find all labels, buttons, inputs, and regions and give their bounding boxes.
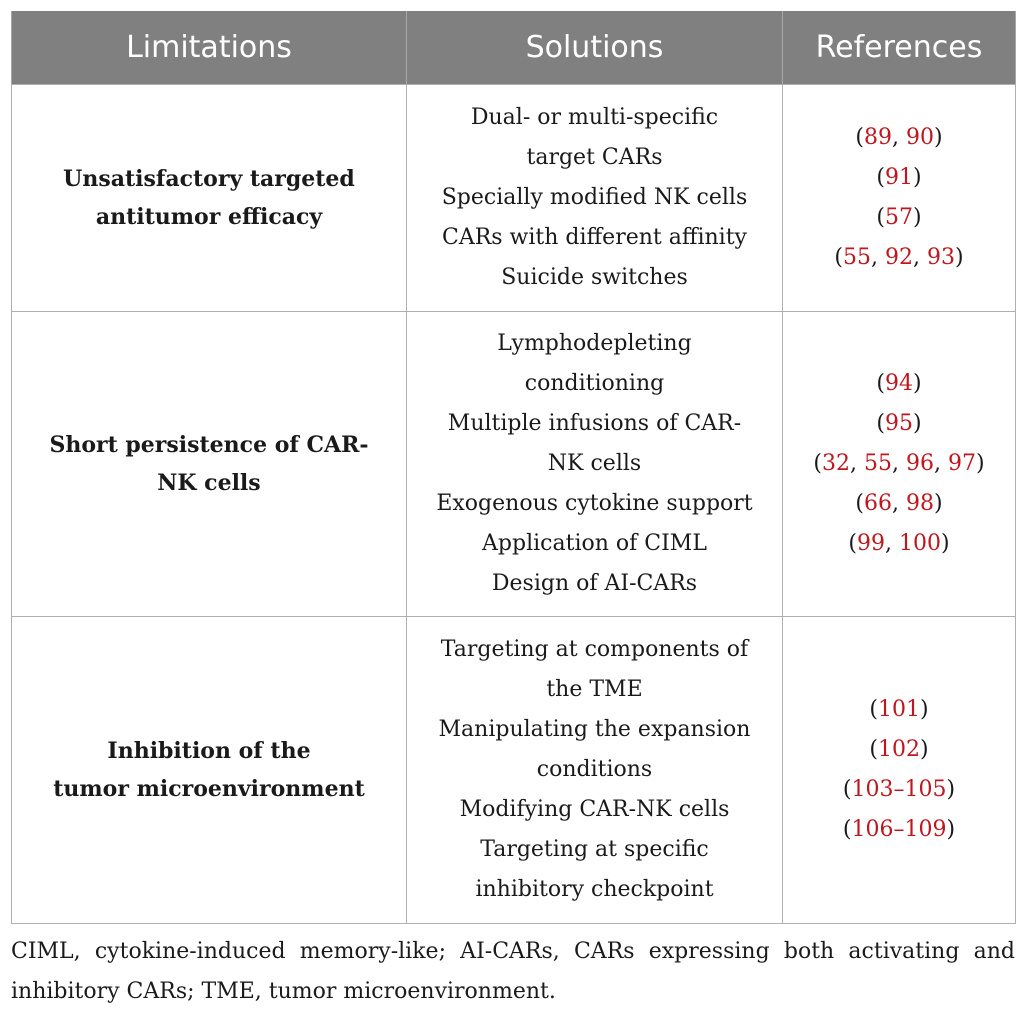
table-header-row: Limitations Solutions References xyxy=(11,11,1016,85)
table-row: Unsatisfactory targeted antitumor effica… xyxy=(11,84,1016,312)
reference-link[interactable]: 92 xyxy=(885,245,913,270)
limitation-text: Unsatisfactory targeted xyxy=(63,166,355,192)
solution-text: Exogenous cytokine support xyxy=(436,491,753,516)
solutions-cell: Lymphodepleting conditioning Multiple in… xyxy=(406,311,783,617)
solution-text: CARs with different affinity xyxy=(441,225,747,250)
table-row: Short persistence of CAR- NK cells Lymph… xyxy=(11,311,1016,617)
reference-link[interactable]: 103–105 xyxy=(851,777,947,802)
table-container: Limitations Solutions References Unsatis… xyxy=(11,11,1016,924)
table-footnote: CIML, cytokine-induced memory-like; AI-C… xyxy=(11,939,1015,1004)
solution-text: Multiple infusions of CAR- xyxy=(447,411,742,436)
reference-link[interactable]: 94 xyxy=(885,371,913,396)
table-row: Inhibition of the tumor microenvironment… xyxy=(11,616,1016,924)
header-limitations: Limitations xyxy=(11,11,407,85)
reference-line: (102) xyxy=(869,737,929,762)
reference-line: (103–105) xyxy=(842,777,956,802)
reference-link[interactable]: 98 xyxy=(906,491,934,516)
solution-text: the TME xyxy=(546,677,643,702)
limitation-text: NK cells xyxy=(157,470,261,496)
solution-text: Targeting at specific xyxy=(480,837,709,862)
solution-text: Manipulating the expansion xyxy=(438,717,751,742)
reference-line: (91) xyxy=(876,165,922,190)
reference-link[interactable]: 55 xyxy=(864,451,892,476)
reference-link[interactable]: 100 xyxy=(899,531,941,556)
reference-link[interactable]: 93 xyxy=(927,245,955,270)
solution-text: target CARs xyxy=(526,145,663,170)
solution-text: conditioning xyxy=(524,371,665,396)
reference-line: (101) xyxy=(869,697,929,722)
reference-link[interactable]: 96 xyxy=(906,451,934,476)
limitation-cell: Unsatisfactory targeted antitumor effica… xyxy=(11,84,407,312)
reference-line: (99, 100) xyxy=(848,531,950,556)
reference-line: (89, 90) xyxy=(855,125,943,150)
header-references: References xyxy=(782,11,1016,85)
reference-link[interactable]: 32 xyxy=(822,451,850,476)
reference-link[interactable]: 97 xyxy=(948,451,976,476)
solution-text: Modifying CAR-NK cells xyxy=(459,797,730,822)
reference-line: (32, 55, 96, 97) xyxy=(813,451,985,476)
solution-text: Specially modified NK cells xyxy=(441,185,748,210)
limitation-text: tumor microenvironment xyxy=(53,776,365,802)
reference-line: (106–109) xyxy=(842,817,956,842)
solution-text: Dual- or multi-specific xyxy=(470,105,719,130)
reference-link[interactable]: 99 xyxy=(857,531,885,556)
solution-text: conditions xyxy=(536,757,653,782)
reference-link[interactable]: 66 xyxy=(864,491,892,516)
solution-text: Design of AI-CARs xyxy=(491,571,698,596)
solutions-cell: Dual- or multi-specific target CARs Spec… xyxy=(406,84,783,312)
solution-text: Application of CIML xyxy=(482,531,707,556)
solution-text: Suicide switches xyxy=(501,265,688,290)
reference-line: (55, 92, 93) xyxy=(834,245,964,270)
reference-link[interactable]: 89 xyxy=(864,125,892,150)
reference-line: (94) xyxy=(876,371,922,396)
reference-line: (95) xyxy=(876,411,922,436)
limitation-text: antitumor efficacy xyxy=(95,204,323,230)
limitation-text: Inhibition of the xyxy=(107,738,311,764)
car-nk-limitations-table: Limitations Solutions References Unsatis… xyxy=(11,11,1016,924)
reference-line: (57) xyxy=(876,205,922,230)
solution-text: Lymphodepleting xyxy=(497,331,692,356)
references-cell: (89, 90) (91) (57) (55, 92, 93) xyxy=(782,84,1016,312)
references-cell: (94) (95) (32, 55, 96, 97) (66, 98) (99, 100… xyxy=(782,311,1016,617)
reference-link[interactable]: 95 xyxy=(885,411,913,436)
reference-link[interactable]: 102 xyxy=(878,737,920,762)
limitation-cell: Inhibition of the tumor microenvironment xyxy=(11,616,407,924)
solution-text: Targeting at components of xyxy=(440,637,749,662)
reference-line: (66, 98) xyxy=(855,491,943,516)
header-solutions: Solutions xyxy=(406,11,783,85)
solution-text: NK cells xyxy=(547,451,642,476)
limitation-text: Short persistence of CAR- xyxy=(49,432,369,458)
reference-link[interactable]: 106–109 xyxy=(851,817,947,842)
reference-link[interactable]: 57 xyxy=(885,205,913,230)
limitation-cell: Short persistence of CAR- NK cells xyxy=(11,311,407,617)
solutions-cell: Targeting at components of the TME Manip… xyxy=(406,616,783,924)
reference-link[interactable]: 91 xyxy=(885,165,913,190)
solution-text: inhibitory checkpoint xyxy=(475,877,714,902)
references-cell: (101) (102) (103–105) (106–109) xyxy=(782,616,1016,924)
reference-link[interactable]: 101 xyxy=(878,697,920,722)
reference-link[interactable]: 90 xyxy=(906,125,934,150)
reference-link[interactable]: 55 xyxy=(843,245,871,270)
